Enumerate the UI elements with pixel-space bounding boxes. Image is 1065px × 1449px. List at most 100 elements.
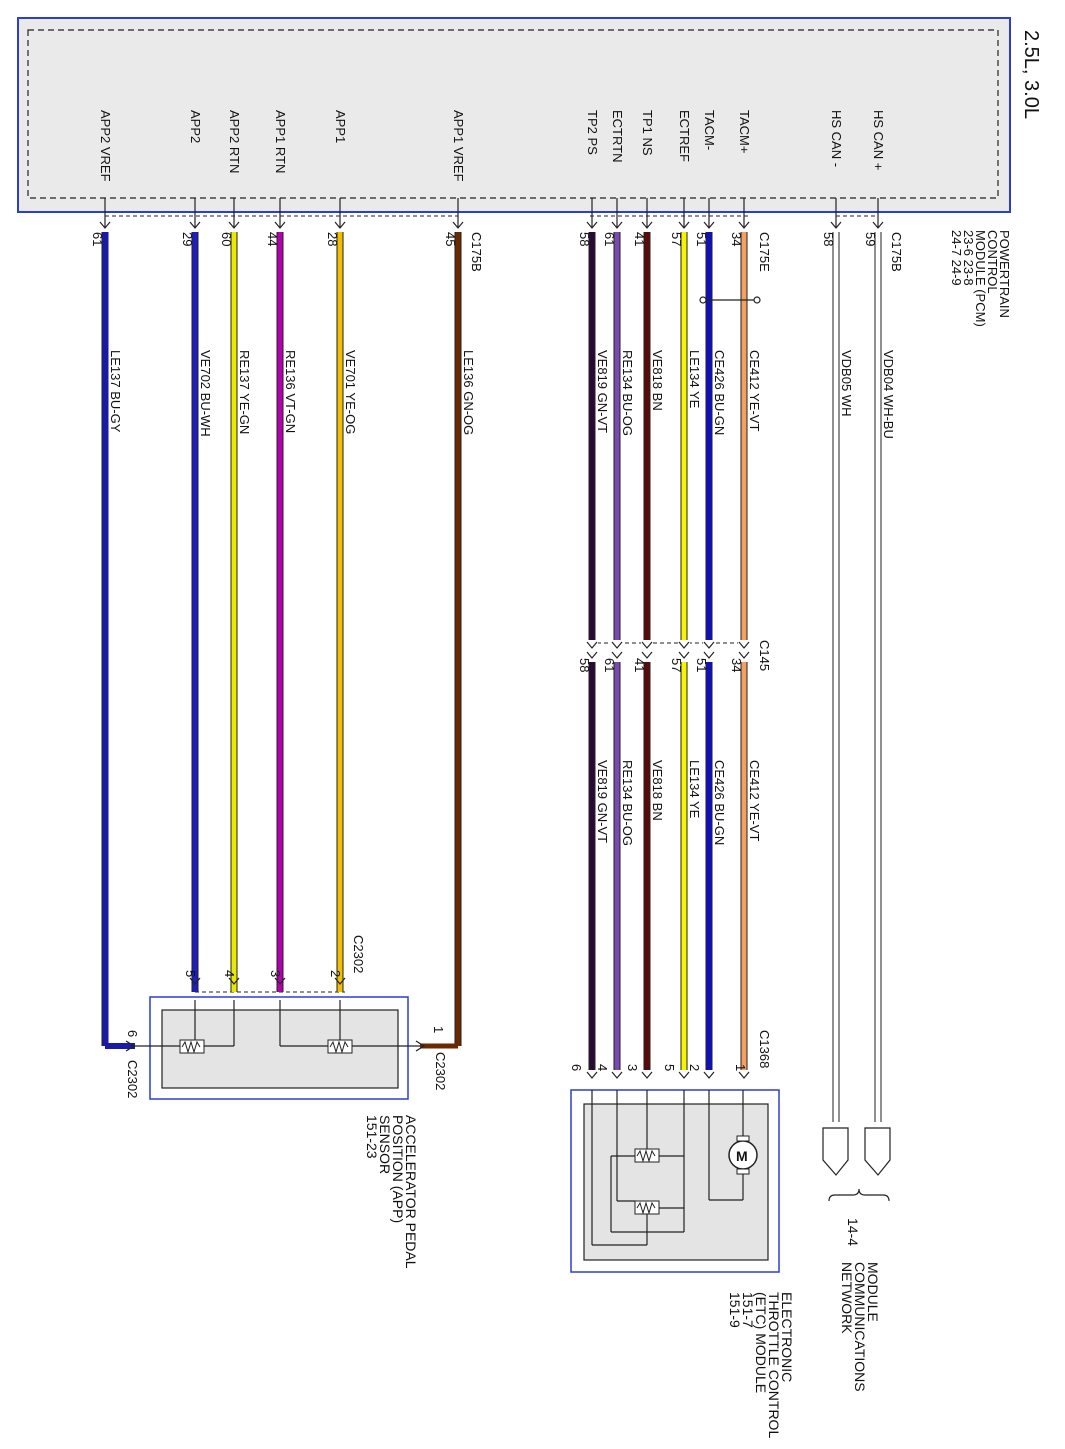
wire-ce412 [738,198,750,1070]
wire-circuit-label: VE818 BN [650,350,665,411]
app-chevron [274,977,286,985]
app-chevron [228,977,240,985]
inline-wire-label: CE426 BU-GN [712,760,727,845]
app-pin-1: 1 [431,1026,446,1033]
svg-text:24-7 24-9: 24-7 24-9 [949,230,964,286]
wire-harness [99,198,884,1122]
pcm-pin-label: ECTRTN [610,110,625,162]
svg-text:NETWORK: NETWORK [839,1262,855,1334]
svg-text:MODULE (PCM): MODULE (PCM) [973,230,988,327]
svg-text:MODULE: MODULE [865,1262,881,1322]
pcm-pin-number: 61 [90,232,105,246]
pcm-pin-label: APP1 [333,110,348,143]
wire-le136 [452,198,464,1046]
pcm-label: POWERTRAIN CONTROL MODULE (PCM) 23-6 23-… [949,230,1012,327]
etc-module: M [569,1030,795,1438]
inline-pin-number: 41 [632,658,647,672]
etc-pin-5: 5 [662,1064,677,1071]
etc-resistor-1 [634,1148,660,1163]
etc-chevron [738,1071,750,1079]
svg-text:23-6 23-8: 23-6 23-8 [961,230,976,286]
svg-text:COMMUNICATIONS: COMMUNICATIONS [852,1262,868,1392]
wire-circuit-label: VDB05 WH [839,350,854,416]
wire-circuit-label: RE134 BU-OG [620,350,635,436]
inline-pin [703,640,715,662]
app-chevron [334,977,346,985]
pcm-pin-number: 29 [180,232,195,246]
pcm-pin-label: TACM+ [737,110,752,153]
inline-pin-number: 58 [577,658,592,672]
pcm-pin-label: TP1 NS [640,110,655,156]
pcm-pin-label: APP2 VREF [98,110,113,182]
pcm-pin-number: 34 [729,232,744,246]
pcm-pin-number: 45 [443,232,458,246]
etc-chevron [586,1071,598,1079]
pcm-pin-label: TACM- [702,110,717,150]
wire-circuit-label: VDB04 WH-BU [881,350,896,439]
wire-ve702 [189,198,201,992]
network-ref: 14-4 [845,1218,861,1246]
wire-ve818 [641,198,653,1070]
app-connector-top: C2302 [351,935,366,973]
wire-le134 [678,198,690,1070]
etc-chevron [641,1071,653,1079]
network-label: MODULE COMMUNICATIONS NETWORK [839,1262,881,1392]
svg-text:POWERTRAIN: POWERTRAIN [997,230,1012,318]
pcm-pin-number: 44 [265,232,280,246]
pcm-pin-number: 57 [669,232,684,246]
pcm-pin-number: 28 [325,232,340,246]
svg-text:ACCELERATOR PEDAL: ACCELERATOR PEDAL [403,1115,419,1269]
pcm-connector-right: C175B [889,232,904,272]
inline-pin [641,640,653,662]
etc-pin-3: 3 [625,1064,640,1071]
inline-pin-number: 61 [602,658,617,672]
inline-pin [586,640,598,662]
etc-chevron [611,1071,623,1079]
pcm-pin-number: 59 [863,232,878,246]
pcm-pin-label: APP1 VREF [451,110,466,182]
inline-wire-label: RE134 BU-OG [620,760,635,846]
etc-pin-1: 1 [733,1064,748,1071]
network-block: 14-4 MODULE COMMUNICATIONS NETWORK [822,1127,891,1392]
pcm-connector-left: C175B [469,232,484,272]
svg-text:CONTROL: CONTROL [985,230,1000,294]
app-chevron [189,977,201,985]
pcm-pin-number: 61 [602,232,617,246]
wire-circuit-label: RE137 YE-GN [237,350,252,434]
pcm-pin-number: 58 [821,232,836,246]
svg-text:151-7: 151-7 [740,1292,756,1328]
inline-wire-label: VE818 BN [650,760,665,821]
inline-pin-number: 57 [669,658,684,672]
app-pin-6: 6 [125,1030,140,1037]
wire-circuit-label: LE137 BU-GY [108,350,123,433]
wire-re134 [611,198,623,1070]
etc-pin-4: 4 [595,1064,610,1071]
app-label: ACCELERATOR PEDAL POSITION (APP) SENSOR … [364,1115,419,1269]
inline-wire-label: CE412 YE-VT [747,760,762,841]
etc-pin-6: 6 [569,1064,584,1071]
inline-pin [611,640,623,662]
svg-text:THROTTLE CONTROL: THROTTLE CONTROL [766,1292,782,1438]
pcm-pin-label: APP2 [188,110,203,143]
inline-pin-number: 51 [694,658,709,672]
app-resistor-1 [179,1039,205,1054]
pcm-pin-label: APP2 RTN [227,110,242,173]
wire-ve701 [334,198,346,992]
inline-wire-label: LE134 YE [687,760,702,819]
app-resistor-2 [327,1039,353,1054]
wire-ce426 [703,198,715,1070]
wire-vdb04 [872,198,884,1122]
wire-circuit-label: VE702 BU-WH [198,350,213,437]
wire-circuit-label: LE136 GN-OG [461,350,476,435]
wire-ve819 [586,198,598,1070]
svg-text:(ETC) MODULE: (ETC) MODULE [753,1292,769,1393]
pcm-pin-number: 58 [577,232,592,246]
wire-re136 [274,198,286,992]
pcm-pin-label: HS CAN + [871,110,886,170]
svg-text:151-9: 151-9 [727,1292,743,1328]
wire-le137 [99,198,111,1046]
pcm-pin-number: 51 [694,232,709,246]
